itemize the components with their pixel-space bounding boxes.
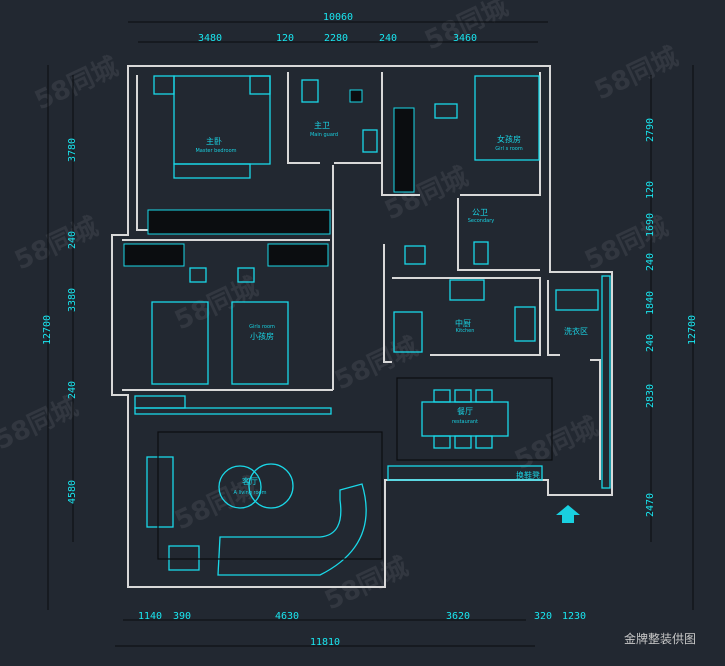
left-dimensions: 12700 3780 240 3380 240 4580	[42, 138, 78, 504]
svg-text:240: 240	[379, 33, 397, 44]
svg-text:10060: 10060	[323, 12, 353, 23]
svg-text:客厅: 客厅	[242, 476, 258, 486]
svg-text:3620: 3620	[446, 611, 470, 622]
svg-text:restaurant: restaurant	[452, 419, 478, 425]
svg-text:3460: 3460	[453, 33, 477, 44]
svg-text:240: 240	[645, 334, 656, 352]
watermarks: 58同城 58同城 58同城 58同城 58同城 58同城 58同城 58同城 …	[0, 0, 683, 616]
bed-bench	[173, 163, 251, 179]
svg-text:1230: 1230	[562, 611, 586, 622]
basin	[404, 245, 426, 265]
svg-text:58同城: 58同城	[330, 332, 423, 396]
washer	[555, 289, 599, 311]
stair-shelf	[146, 456, 174, 528]
svg-text:240: 240	[67, 231, 78, 249]
tv-cabinet	[134, 407, 332, 415]
wardrobe	[267, 243, 329, 267]
svg-text:58同城: 58同城	[510, 412, 603, 476]
room-labels: 主卧 Master bedroom 主卫 Main guard 女孩房 Girl…	[195, 120, 588, 496]
svg-text:2470: 2470	[645, 493, 656, 517]
nightstand	[153, 75, 175, 95]
svg-text:120: 120	[276, 33, 294, 44]
bottom-dimensions: 1140 390 4630 3620 320 1230 11810	[138, 611, 586, 648]
furniture	[123, 75, 611, 576]
dimension-lines	[47, 21, 694, 647]
svg-text:Secondary: Secondary	[468, 218, 495, 224]
nightstand	[249, 75, 271, 95]
svg-text:12700: 12700	[687, 315, 698, 345]
svg-text:58同城: 58同城	[10, 212, 103, 276]
lamp-table	[168, 545, 200, 571]
svg-text:Master bedroom: Master bedroom	[195, 148, 236, 154]
svg-text:58同城: 58同城	[320, 552, 413, 616]
svg-text:58同城: 58同城	[30, 52, 123, 116]
svg-text:58同城: 58同城	[0, 392, 83, 456]
sectional-sofa	[217, 483, 367, 576]
svg-text:Kitchen: Kitchen	[456, 328, 475, 334]
entrance-arrow-icon	[556, 505, 580, 523]
svg-text:小孩房: 小孩房	[250, 331, 274, 341]
svg-text:2280: 2280	[324, 33, 348, 44]
fridge	[393, 311, 423, 353]
svg-text:12700: 12700	[42, 315, 53, 345]
svg-text:1840: 1840	[645, 291, 656, 315]
svg-text:中厨: 中厨	[455, 318, 471, 328]
wardrobe	[123, 243, 185, 267]
sink	[514, 306, 536, 342]
svg-text:4580: 4580	[67, 480, 78, 504]
svg-text:女孩房: 女孩房	[497, 134, 521, 144]
svg-text:58同城: 58同城	[420, 0, 513, 56]
storage	[134, 395, 186, 409]
girls-bed	[474, 75, 540, 161]
svg-text:390: 390	[173, 611, 191, 622]
svg-text:240: 240	[645, 253, 656, 271]
svg-text:2790: 2790	[645, 118, 656, 142]
top-dimensions: 10060 3480 120 2280 240 3460	[198, 12, 477, 44]
coffee-table	[218, 465, 262, 509]
svg-text:A living room: A living room	[233, 490, 266, 496]
wardrobe	[147, 209, 331, 235]
stove	[449, 279, 485, 301]
svg-text:主卧: 主卧	[206, 136, 222, 146]
svg-text:240: 240	[67, 381, 78, 399]
svg-text:主卫: 主卫	[314, 120, 330, 130]
svg-text:Girls room: Girls room	[249, 324, 275, 330]
svg-text:4630: 4630	[275, 611, 299, 622]
svg-text:3780: 3780	[67, 138, 78, 162]
svg-text:58同城: 58同城	[590, 42, 683, 106]
svg-text:120: 120	[645, 181, 656, 199]
svg-text:2830: 2830	[645, 384, 656, 408]
svg-text:餐厅: 餐厅	[457, 407, 473, 416]
svg-text:3380: 3380	[67, 288, 78, 312]
cabinet	[393, 107, 415, 193]
svg-text:换鞋凳: 换鞋凳	[516, 470, 540, 480]
svg-text:58同城: 58同城	[580, 212, 673, 276]
svg-text:320: 320	[534, 611, 552, 622]
chair	[434, 103, 458, 119]
coffee-table	[248, 463, 294, 509]
right-dimensions: 2790 120 1690 240 1840 240 2830 2470 127…	[645, 118, 698, 517]
toilet	[473, 241, 489, 265]
svg-text:1140: 1140	[138, 611, 162, 622]
kids-bed-1	[151, 301, 209, 385]
basin	[362, 129, 378, 153]
credit-watermark: 金牌整装供图	[624, 631, 696, 646]
svg-text:3480: 3480	[198, 33, 222, 44]
svg-text:11810: 11810	[310, 637, 340, 648]
svg-text:Main guard: Main guard	[310, 132, 338, 138]
svg-text:公卫: 公卫	[472, 208, 488, 217]
svg-text:1690: 1690	[645, 213, 656, 237]
kids-bed-2	[231, 301, 289, 385]
svg-text:洗衣区: 洗衣区	[564, 326, 588, 336]
svg-text:Girl s room: Girl s room	[495, 146, 523, 152]
toilet	[301, 79, 319, 103]
shoe-cabinet	[387, 465, 543, 481]
